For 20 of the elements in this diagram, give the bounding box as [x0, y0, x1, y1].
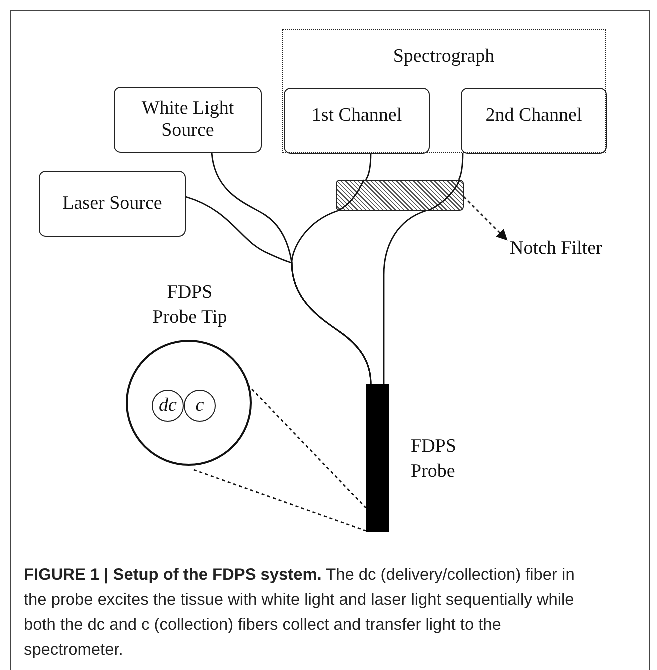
component-box: Laser Source: [39, 171, 186, 237]
component-box: White Light Source: [114, 87, 262, 153]
hatched-filter: [336, 180, 464, 211]
optical-fiber: [365, 153, 372, 180]
figure-caption: FIGURE 1 | Setup of the FDPS system. The dc (delivery/collection) fiber in the probe excites the tissue with white light and laser light sequentially while both the dc and c (collection) fibers collect and transfer light to the spectrometer.: [24, 565, 576, 661]
callout-text: Notch Filter: [510, 236, 650, 262]
channel-box: 1st Channel: [284, 88, 430, 154]
probe-label: FDPS Probe: [411, 435, 458, 484]
zoom-guide-line: [194, 469, 366, 532]
optical-fiber: [458, 153, 464, 180]
group-title: Spectrograph: [392, 46, 496, 68]
optical-fiber: [291, 210, 372, 384]
optical-fiber: [383, 210, 426, 384]
fiber-circle: c: [184, 390, 216, 422]
spectrograph-group-box: [282, 29, 606, 153]
zoom-guide-line: [248, 384, 366, 508]
channel-box: 2nd Channel: [461, 88, 607, 154]
dashed-arrow: [464, 196, 508, 241]
fiber-circle: dc: [152, 390, 184, 422]
probe-tip-heading: FDPS Probe Tip: [152, 281, 228, 330]
